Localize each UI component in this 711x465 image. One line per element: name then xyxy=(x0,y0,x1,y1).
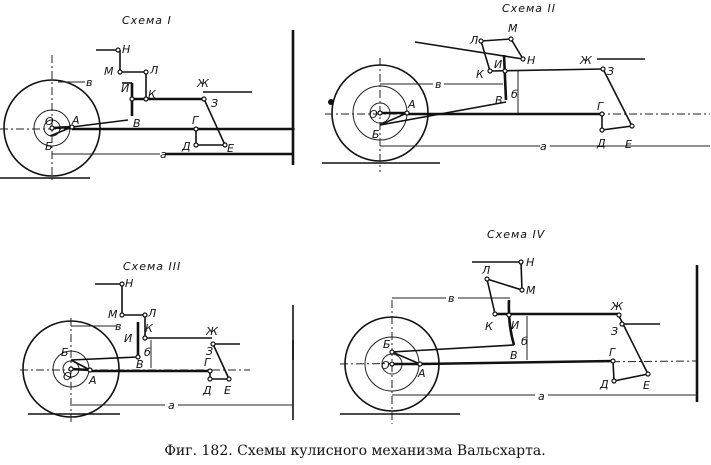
label-i: И xyxy=(511,319,519,332)
label-b-dim: б xyxy=(144,346,151,359)
label-zh: Ж xyxy=(205,325,219,338)
label-b: Б xyxy=(61,346,69,359)
label-o: О xyxy=(381,359,390,372)
label-i: И xyxy=(124,332,132,345)
label-v: В xyxy=(495,94,503,107)
label-z: З xyxy=(611,325,618,338)
figure-caption: Фиг. 182. Схемы кулисного механизма Валь… xyxy=(164,443,545,459)
label-k: К xyxy=(485,320,494,333)
label-i: И xyxy=(494,58,502,71)
label-n: Н xyxy=(125,277,133,290)
label-a-dim: а xyxy=(538,390,545,403)
label-n: Н xyxy=(122,43,130,56)
label-e: Е xyxy=(224,384,231,397)
label-o: О xyxy=(369,108,378,121)
scheme-1-title: Схема I xyxy=(122,14,172,27)
label-a-dim: а xyxy=(168,399,175,412)
label-e: Е xyxy=(227,142,234,155)
label-m: М xyxy=(526,284,536,297)
label-k: К xyxy=(148,88,157,101)
label-v-dim: в xyxy=(115,320,121,333)
label-m: М xyxy=(104,65,114,78)
label-v: В xyxy=(133,117,141,130)
scheme-2: Схема II О А Б В И К Л М xyxy=(322,2,710,172)
label-v: В xyxy=(510,349,518,362)
label-a: А xyxy=(88,374,97,387)
label-zh: Ж xyxy=(579,54,593,67)
label-b: Б xyxy=(45,140,53,153)
scheme-3: Схема III О А Б В И К Л xyxy=(20,260,294,422)
label-zh: Ж xyxy=(610,300,624,313)
scheme-4: Схема IV О А Б В И К Л М xyxy=(339,228,699,424)
label-l: Л xyxy=(469,34,478,47)
label-i: И xyxy=(121,82,129,95)
label-k: К xyxy=(476,68,485,81)
label-b-dim: б xyxy=(511,88,518,101)
scheme-2-title: Схема II xyxy=(502,2,556,15)
label-o: О xyxy=(45,115,54,128)
scheme-3-title: Схема III xyxy=(123,260,181,273)
label-b: Б xyxy=(383,338,391,351)
label-z: З xyxy=(211,97,218,110)
label-b: Б xyxy=(372,128,380,141)
label-d: Д xyxy=(599,378,609,391)
label-g: Г xyxy=(204,356,211,369)
label-n: Н xyxy=(527,54,535,67)
scheme-4-title: Схема IV xyxy=(487,228,546,241)
label-m: М xyxy=(108,308,118,321)
label-a: А xyxy=(71,114,80,127)
label-g: Г xyxy=(597,100,604,113)
label-d: Д xyxy=(181,140,191,153)
label-a: А xyxy=(417,367,426,380)
label-g: Г xyxy=(192,114,199,127)
label-a: А xyxy=(407,98,416,111)
label-v: В xyxy=(136,358,144,371)
label-z: З xyxy=(607,65,614,78)
label-l: Л xyxy=(481,264,490,277)
label-v-dim: в xyxy=(86,76,92,89)
label-e: Е xyxy=(643,379,650,392)
label-n: Н xyxy=(526,256,534,269)
label-k: К xyxy=(145,322,154,335)
label-v-dim: в xyxy=(448,292,454,305)
scheme-1: Схема I О А Б В И К xyxy=(0,14,295,182)
label-g: Г xyxy=(609,346,616,359)
label-z: З xyxy=(206,345,213,358)
label-o: О xyxy=(63,370,72,383)
label-a-dim: а xyxy=(540,140,547,153)
label-e: Е xyxy=(625,138,632,151)
label-m: М xyxy=(508,22,518,35)
label-l: Л xyxy=(149,64,158,77)
label-v-dim: в xyxy=(435,78,441,91)
label-b-dim: б xyxy=(521,335,528,348)
label-l: Л xyxy=(147,307,156,320)
label-d: Д xyxy=(596,137,606,150)
label-a-dim: а xyxy=(160,148,167,161)
label-zh: Ж xyxy=(196,77,210,90)
label-d: Д xyxy=(202,384,212,397)
